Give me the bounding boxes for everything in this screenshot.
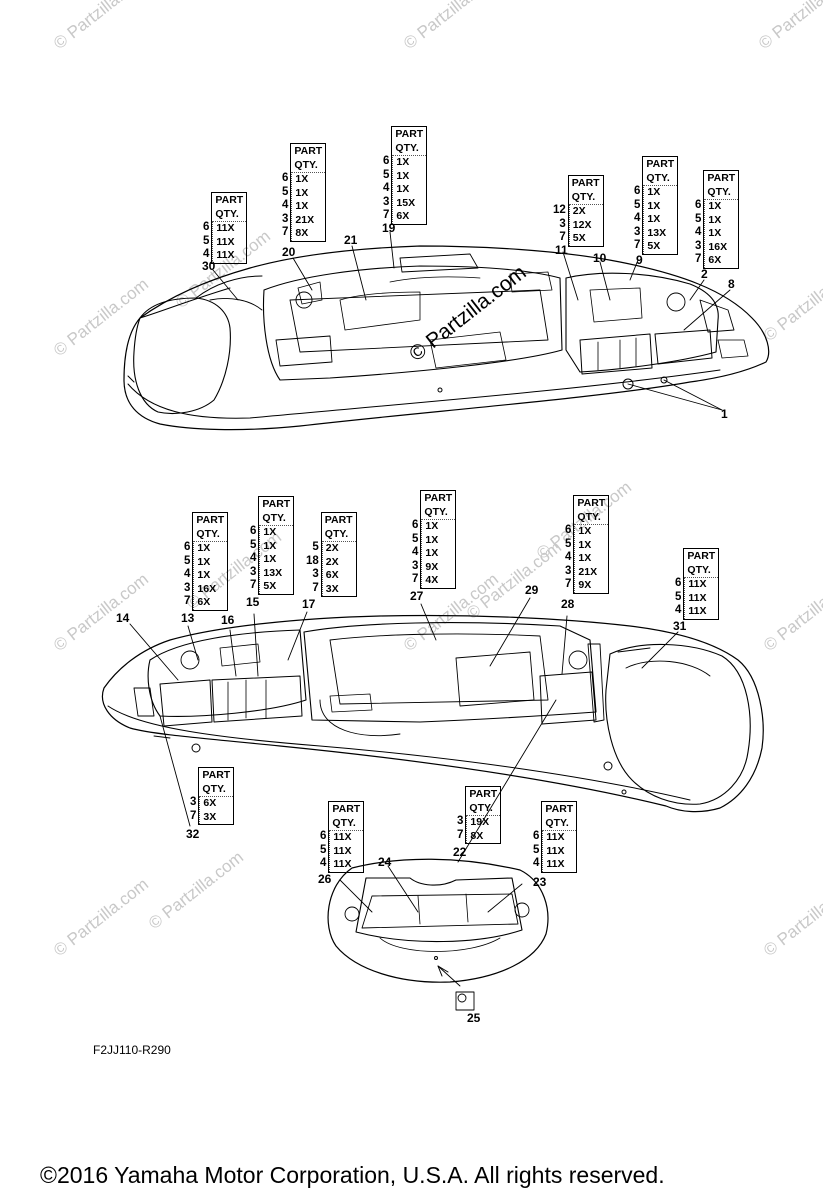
storage-bin-inset (327, 858, 549, 1011)
callout-26: 26 (318, 872, 332, 886)
callout-21: 21 (344, 233, 358, 247)
callout-8: 8 (728, 277, 735, 291)
callout-19: 19 (382, 221, 396, 235)
callout-10: 10 (593, 251, 607, 265)
callout-24: 24 (378, 855, 392, 869)
diagram-code: F2JJ110-R290 (93, 1043, 171, 1057)
callout-20: 20 (282, 245, 296, 259)
leader-lines-upper (212, 231, 731, 411)
callout-14: 14 (116, 611, 130, 625)
callout-9: 9 (636, 253, 643, 267)
leader-lines-inset (339, 865, 523, 987)
callout-27: 27 (410, 589, 424, 603)
callout-32: 32 (186, 827, 200, 841)
callout-31: 31 (673, 619, 687, 633)
leader-lines-lower (129, 597, 679, 863)
callout-29: 29 (525, 583, 539, 597)
upper-deck-drawing (123, 245, 770, 431)
callout-16: 16 (221, 613, 235, 627)
lower-deck-drawing (101, 614, 764, 813)
callout-13: 13 (181, 611, 195, 625)
callout-1: 1 (721, 407, 728, 421)
copyright-notice: ©2016 Yamaha Motor Corporation, U.S.A. A… (40, 1162, 665, 1188)
callout-28: 28 (561, 597, 575, 611)
callout-11: 11 (555, 243, 568, 257)
callout-22: 22 (453, 845, 467, 859)
callout-2: 2 (701, 267, 708, 281)
callout-25: 25 (467, 1011, 481, 1025)
callout-23: 23 (533, 875, 547, 889)
callout-17: 17 (302, 597, 316, 611)
callout-15: 15 (246, 595, 260, 609)
